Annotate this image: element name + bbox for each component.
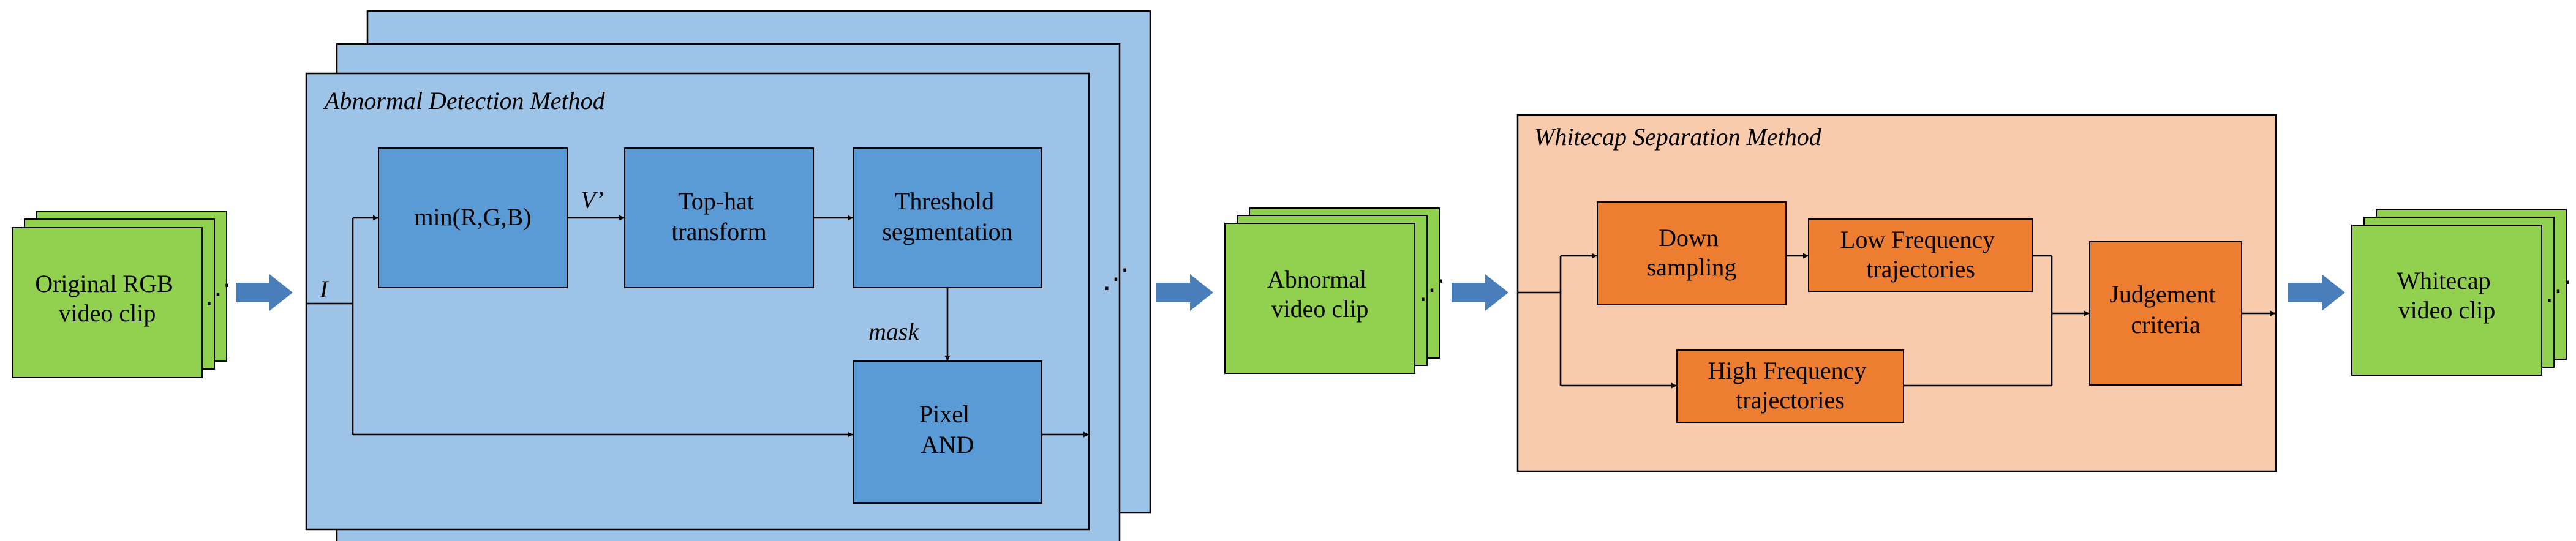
flow-arrow-4 [2288, 274, 2345, 311]
whitecap-panel-title: Whitecap Separation Method [1534, 123, 1822, 151]
low-frequency-label: Low Frequency trajectories [1840, 226, 2001, 283]
original-video-clip-stack: Original RGB video clip ⋰ [12, 211, 232, 378]
abnormal-panel-title: Abnormal Detection Method [323, 87, 606, 114]
abnormal-panel-ellipsis: ⋰ [1102, 264, 1129, 294]
high-frequency-label: High Frequency trajectories [1708, 357, 1873, 414]
pixel-and-label: Pixel AND [919, 400, 976, 458]
flow-arrow-1 [236, 274, 293, 311]
tophat-box [624, 147, 814, 288]
abnormal-stack-ellipsis: ⋰ [1418, 275, 1445, 305]
label-mask: mask [868, 318, 919, 345]
label-v-prime: V’ [581, 186, 604, 214]
whitecap-stack-ellipsis: ⋰ [2545, 276, 2572, 306]
original-stack-ellipsis: ⋰ [205, 279, 232, 309]
flow-arrow-2 [1156, 274, 1213, 311]
down-sampling-label: Down sampling [1647, 224, 1737, 281]
pixel-and-box [853, 360, 1042, 504]
judgement-criteria-box [2089, 241, 2242, 386]
judgement-criteria-label: Judgement criteria [2109, 280, 2221, 338]
label-i: I [319, 275, 329, 303]
whitecap-video-clip-label: Whitecap video clip [2397, 267, 2496, 324]
abnormal-panel-connectors [306, 215, 1089, 438]
original-video-clip-label: Original RGB video clip [35, 270, 179, 327]
tophat-label: Top-hat transform [671, 187, 767, 245]
abnormal-video-clip-stack: Abnormal video clip ⋰ [1224, 207, 1445, 374]
threshold-label: Threshold segmentation [882, 187, 1012, 245]
min-rgb-label: min(R,G,B) [414, 203, 531, 231]
down-sampling-box [1597, 201, 1787, 305]
abnormal-video-clip-label: Abnormal video clip [1267, 266, 1373, 323]
whitecap-video-clip-stack: Whitecap video clip ⋰ [2351, 209, 2572, 376]
whitecap-panel-connectors [1518, 253, 2276, 389]
threshold-box [853, 147, 1042, 288]
flow-arrow-3 [1452, 274, 1508, 311]
